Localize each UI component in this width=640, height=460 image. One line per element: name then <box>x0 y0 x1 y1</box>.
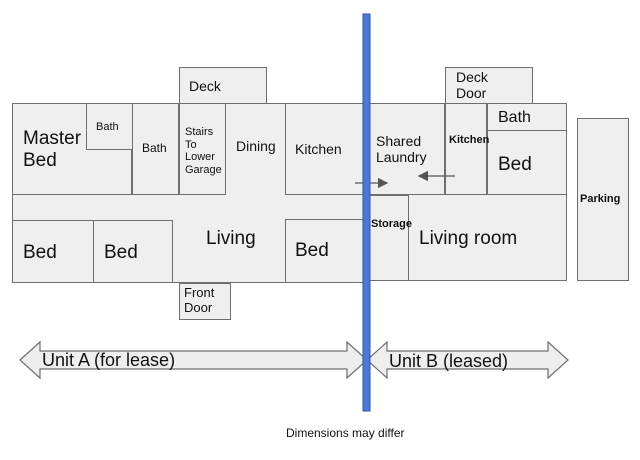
unit-b-arrow-icon <box>366 340 569 380</box>
bath-small-label: Bath <box>96 121 119 133</box>
kitchen-b-label: Kitchen <box>449 134 490 146</box>
deck-door-b-room <box>445 67 533 104</box>
kitchen-a-label: Kitchen <box>295 141 342 157</box>
bed-1-label: Bed <box>23 242 57 263</box>
kitchen-a-room <box>285 103 367 195</box>
living-room-b-label: Living room <box>419 228 518 249</box>
unit-a-label: Unit A (for lease) <box>42 350 176 370</box>
master-bed-label: Master Bed <box>23 128 82 171</box>
living-a-label: Living <box>206 228 256 249</box>
storage-label: Storage <box>371 218 412 230</box>
bed-b-label: Bed <box>498 154 532 175</box>
bath-b-label: Bath <box>498 109 531 126</box>
parking-label: Parking <box>580 193 621 205</box>
deck-door-b-label: Deck Door <box>456 69 488 102</box>
bed-b-room <box>487 130 567 195</box>
bath-mid-label: Bath <box>142 141 167 155</box>
bed-2-label: Bed <box>104 242 138 263</box>
shared-laundry-label: Shared Laundry <box>376 133 427 166</box>
deck-a-room <box>179 67 267 104</box>
bath-mid-room <box>132 103 179 195</box>
bed-3-label: Bed <box>295 240 329 261</box>
stairs-label: Stairs To Lower Garage <box>185 126 222 176</box>
parking-room <box>577 118 629 281</box>
unit-b-label: Unit B (leased) <box>389 351 509 371</box>
kitchen-b-room <box>445 103 487 195</box>
bed-1-room <box>12 220 94 283</box>
unit-divider-line <box>362 13 371 412</box>
front-door-label: Front Door <box>184 285 215 315</box>
dining-label: Dining <box>236 138 276 154</box>
deck-a-label: Deck <box>189 78 221 94</box>
bed-2-room <box>93 220 173 283</box>
stairs-room <box>179 103 226 195</box>
dimensions-footnote: Dimensions may differ <box>286 426 405 440</box>
front-door-room <box>179 283 231 320</box>
bath-small-room <box>86 103 134 150</box>
